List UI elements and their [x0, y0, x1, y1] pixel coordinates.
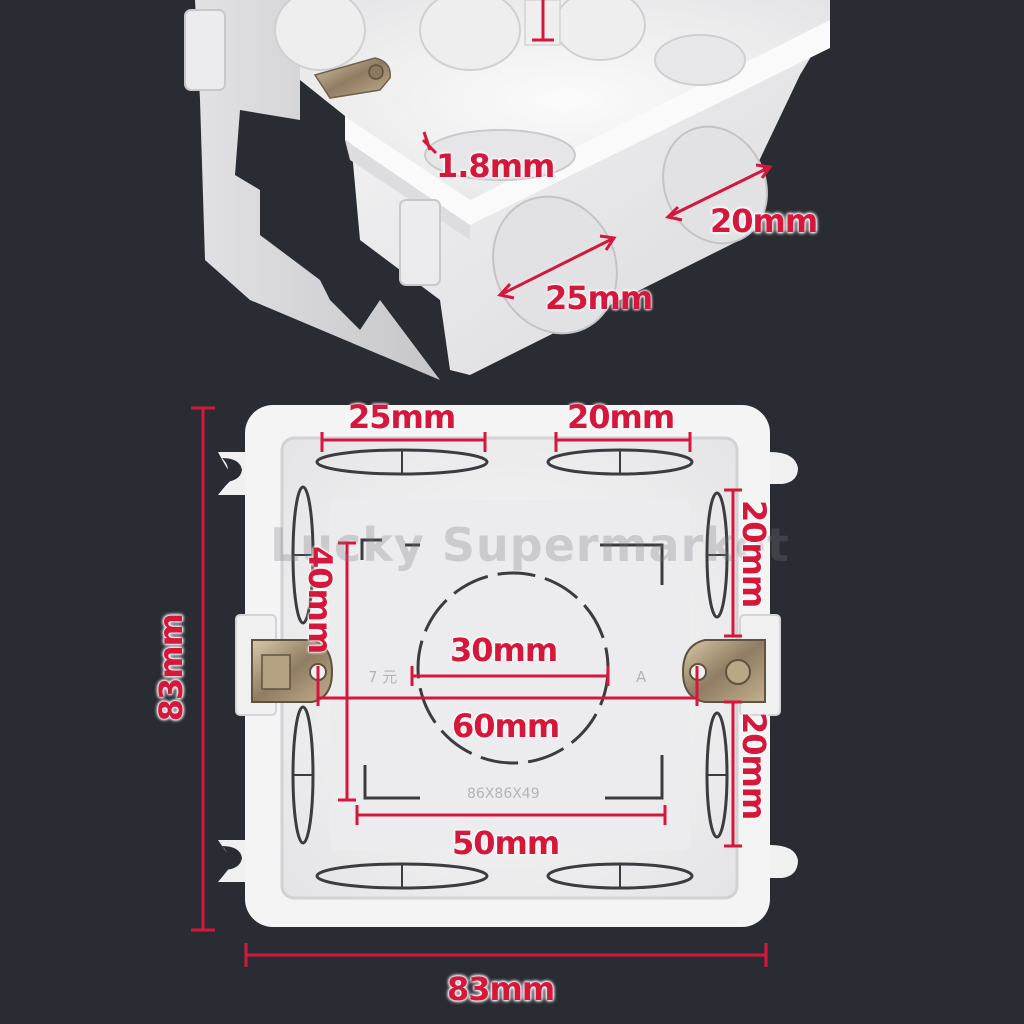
box-perspective-view — [184, 0, 830, 380]
center-knockout-label: 30mm — [450, 631, 558, 669]
left-screw-tab — [251, 639, 334, 703]
right-knockout-lower-label: 20mm — [735, 712, 773, 820]
top-knockout-right-label: 20mm — [567, 398, 675, 436]
knockout-25-arrow-left — [497, 282, 515, 300]
top-knockout-left-label: 25mm — [348, 398, 456, 436]
molded-mark-left: 7 元 — [368, 668, 397, 686]
right-knockout-upper-label: 20mm — [735, 500, 773, 608]
box-top-view: 7 元 A 86X86X49 — [218, 405, 798, 927]
right-screw-tab — [681, 639, 766, 703]
screw-spacing-label: 60mm — [452, 707, 560, 745]
knockout-25-line — [499, 236, 615, 297]
knockout-25-arrow-right — [599, 234, 617, 251]
inner-width-label: 50mm — [452, 824, 560, 862]
molded-mark-bottom: 86X86X49 — [467, 786, 540, 802]
knockout-20-line — [667, 165, 771, 219]
overall-width-label: 83mm — [447, 970, 555, 1008]
overall-height-label: 83mm — [152, 614, 190, 722]
watermark-text: Lucky Supermarket — [270, 518, 790, 572]
top-view-dimension-lines — [191, 406, 768, 967]
side-knockout-large-label: 25mm — [545, 279, 653, 317]
side-knockout-small-label: 20mm — [710, 202, 818, 240]
molded-mark-right: A — [636, 668, 647, 686]
inner-height-label: 40mm — [301, 546, 339, 654]
knockout-20-arrow-left — [664, 205, 683, 222]
wall-thickness-cap — [422, 131, 432, 151]
wall-thickness-label: 1.8mm — [436, 147, 555, 185]
perspective-dimension-lines — [421, 0, 773, 300]
knockout-20-arrow-right — [755, 163, 773, 179]
